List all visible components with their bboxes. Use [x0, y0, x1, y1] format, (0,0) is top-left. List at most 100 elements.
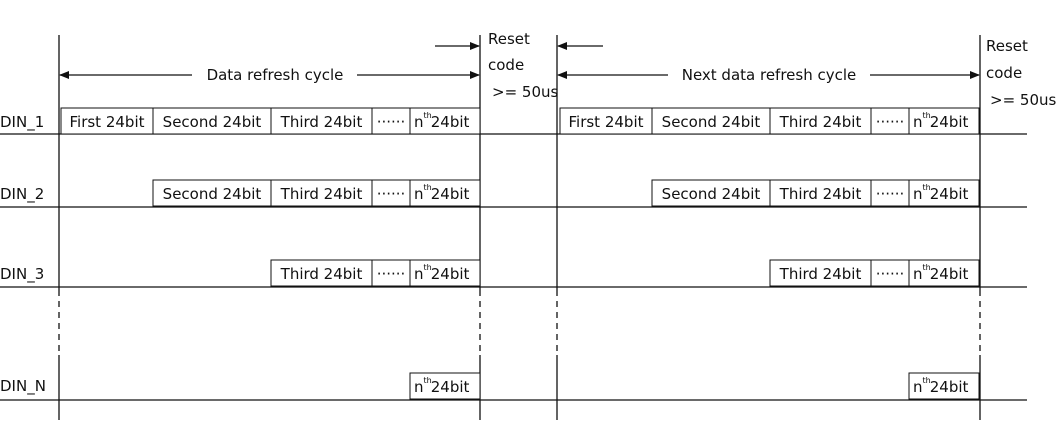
din-n-label: DIN_N	[0, 377, 46, 396]
nth-label: nth24bit	[414, 376, 470, 396]
nth-base: n	[414, 265, 424, 283]
nth-base: n	[913, 185, 923, 203]
cell-label: ······	[377, 265, 406, 283]
cell-third-row-2-cycle-1: Third 24bit	[270, 179, 373, 207]
cell-box	[152, 179, 272, 207]
cell-nth-row-1-cycle-1: nth24bit	[409, 107, 481, 135]
nth-base: n	[913, 113, 923, 131]
reset-2-line-1: Reset	[986, 37, 1028, 55]
cell-box	[908, 259, 980, 287]
cell-nth-row-3-cycle-1: nth24bit	[409, 259, 481, 287]
cell-label: Second 24bit	[163, 113, 262, 131]
reset-2-line-3: >= 50us	[990, 91, 1056, 109]
cell-third-row-3-cycle-2: Third 24bit	[769, 259, 872, 287]
cell-label: Third 24bit	[779, 265, 862, 283]
cell-ellipsis-row-2-cycle-1: ······	[371, 179, 411, 207]
reset-1-line-1: Reset	[488, 30, 530, 48]
nth-base: n	[414, 113, 424, 131]
nth-sup: th	[424, 376, 432, 385]
cell-box	[270, 179, 373, 207]
cell-box	[870, 179, 910, 207]
cell-nth-row-2-cycle-1: nth24bit	[409, 179, 481, 207]
nth-base: n	[414, 378, 424, 396]
nth-sup: th	[923, 183, 931, 192]
cell-label: ······	[377, 185, 406, 203]
cell-nth-row-4-cycle-2: nth24bit	[908, 372, 980, 400]
cell-ellipsis-row-3-cycle-1: ······	[371, 259, 411, 287]
cell-box	[651, 179, 771, 207]
cell-box	[409, 107, 481, 135]
din-2-label: DIN_2	[0, 185, 44, 204]
cell-box	[908, 107, 980, 135]
cell-label: Third 24bit	[280, 265, 363, 283]
nth-label: nth24bit	[414, 263, 470, 283]
nth-label: nth24bit	[913, 111, 969, 131]
nth-rest: 24bit	[930, 265, 969, 283]
din-1-label: DIN_1	[0, 113, 44, 132]
cell-box	[409, 372, 481, 400]
channel-lanes: DIN_1 DIN_2 DIN_3 DIN_N	[0, 113, 1027, 401]
cell-label: Third 24bit	[779, 113, 862, 131]
nth-rest: 24bit	[930, 185, 969, 203]
reset-2-line-2: code	[986, 64, 1022, 82]
cell-nth-row-2-cycle-2: nth24bit	[908, 179, 980, 207]
nth-rest: 24bit	[930, 113, 969, 131]
cell-box	[559, 107, 653, 135]
cell-third-row-2-cycle-2: Third 24bit	[769, 179, 872, 207]
cell-box	[870, 259, 910, 287]
reset-1-line-3: >= 50us	[492, 83, 558, 101]
nth-base: n	[913, 378, 923, 396]
nth-label: nth24bit	[913, 183, 969, 203]
cell-box	[908, 179, 980, 207]
cell-box	[409, 179, 481, 207]
nth-rest: 24bit	[431, 185, 470, 203]
cell-label: First 24bit	[569, 113, 644, 131]
cell-box	[870, 107, 910, 135]
cell-box	[769, 259, 872, 287]
cell-box	[769, 107, 872, 135]
cell-ellipsis-row-2-cycle-2: ······	[870, 179, 910, 207]
nth-base: n	[414, 185, 424, 203]
nth-sup: th	[923, 111, 931, 120]
nth-rest: 24bit	[930, 378, 969, 396]
cell-nth-row-4-cycle-1: nth24bit	[409, 372, 481, 400]
cell-label: ······	[377, 113, 406, 131]
cell-third-row-3-cycle-1: Third 24bit	[270, 259, 373, 287]
cell-nth-row-1-cycle-2: nth24bit	[908, 107, 980, 135]
cell-ellipsis-row-1-cycle-1: ······	[371, 107, 411, 135]
cell-label: Second 24bit	[662, 185, 761, 203]
cell-nth-row-3-cycle-2: nth24bit	[908, 259, 980, 287]
nth-sup: th	[424, 263, 432, 272]
cell-box	[651, 107, 771, 135]
cell-label: Second 24bit	[662, 113, 761, 131]
nth-label: nth24bit	[414, 111, 470, 131]
cell-box	[908, 372, 980, 400]
nth-label: nth24bit	[913, 263, 969, 283]
cycle-arrows: Data refresh cycle Next data refresh cyc…	[59, 42, 980, 84]
cell-box	[769, 179, 872, 207]
nth-label: nth24bit	[913, 376, 969, 396]
reset-1-line-2: code	[488, 56, 524, 74]
cell-label: ······	[876, 265, 905, 283]
cell-ellipsis-row-3-cycle-2: ······	[870, 259, 910, 287]
cell-third-row-1-cycle-1: Third 24bit	[270, 107, 373, 135]
nth-rest: 24bit	[431, 265, 470, 283]
nth-rest: 24bit	[431, 113, 470, 131]
cell-second-row-1-cycle-2: Second 24bit	[651, 107, 771, 135]
nth-sup: th	[923, 376, 931, 385]
nth-sup: th	[424, 183, 432, 192]
cell-first-row-1-cycle-1: First 24bit	[60, 107, 154, 135]
cycle-1-label: Data refresh cycle	[207, 66, 344, 84]
cell-second-row-2-cycle-2: Second 24bit	[651, 179, 771, 207]
cell-ellipsis-row-1-cycle-2: ······	[870, 107, 910, 135]
cell-box	[270, 259, 373, 287]
cycle-2-label: Next data refresh cycle	[682, 66, 857, 84]
cell-label: ······	[876, 185, 905, 203]
cell-label: Second 24bit	[163, 185, 262, 203]
cell-box	[409, 259, 481, 287]
cell-third-row-1-cycle-2: Third 24bit	[769, 107, 872, 135]
cell-first-row-1-cycle-2: First 24bit	[559, 107, 653, 135]
cell-second-row-2-cycle-1: Second 24bit	[152, 179, 272, 207]
cell-box	[371, 107, 411, 135]
